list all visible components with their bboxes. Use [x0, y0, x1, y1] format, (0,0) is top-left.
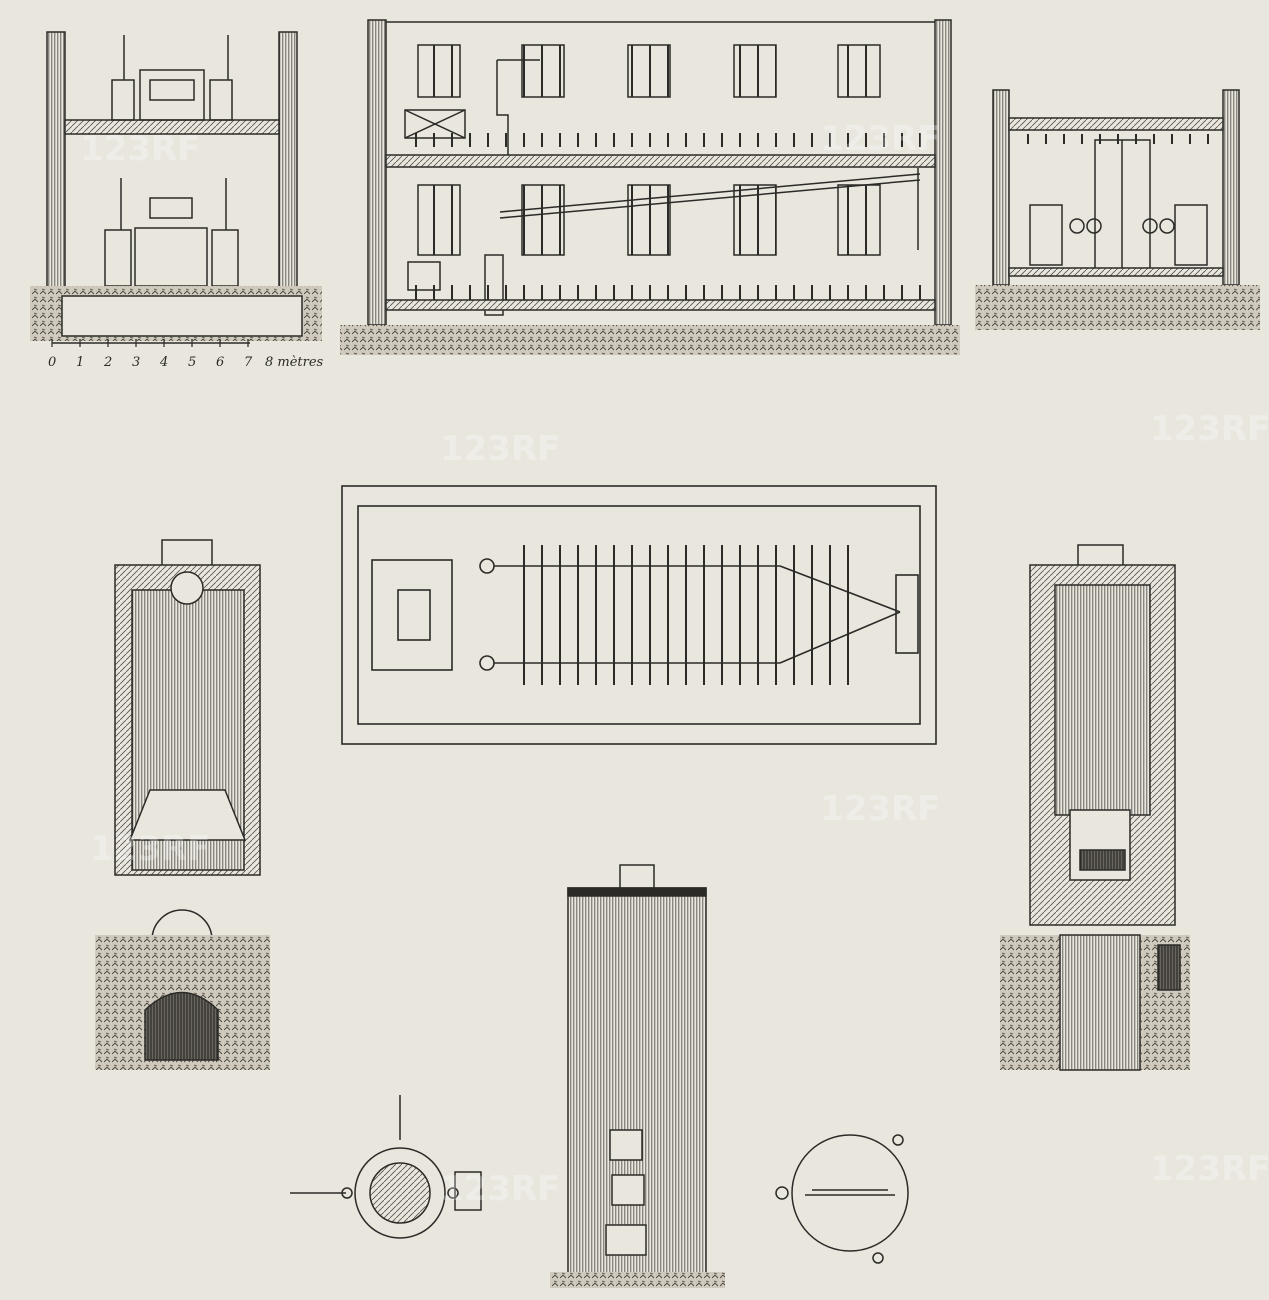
scale-tick-7: 7 [244, 355, 253, 370]
scale-tick-2: 2 [103, 355, 112, 370]
scale-tick-1: 1 [76, 355, 84, 370]
stove-section-left [95, 539, 270, 1070]
svg-text:123RF: 123RF [440, 429, 560, 469]
scale-tick-5: 5 [188, 355, 196, 370]
svg-text:123RF: 123RF [1150, 1149, 1269, 1189]
svg-text:123RF: 123RF [1150, 409, 1269, 449]
cross-section-with-doors [975, 89, 1260, 330]
floor-plan [341, 485, 937, 745]
scale-unit-label: 8 mètres [265, 355, 324, 370]
stove-plan-circle-right [775, 1134, 909, 1264]
svg-text:123RF: 123RF [90, 829, 210, 869]
svg-text:123RF: 123RF [80, 129, 200, 169]
svg-text:123RF: 123RF [820, 119, 940, 159]
stove-section-right [1000, 544, 1190, 1071]
scale-tick-0: 0 [48, 355, 56, 370]
end-elevation-with-stoves [30, 31, 322, 341]
scale-tick-4: 4 [159, 355, 168, 370]
scale-tick-6: 6 [216, 355, 224, 370]
cylinder-stove-elevation [550, 864, 725, 1288]
stock-watermark: 123RF 123RF 123RF 123RF 123RF 123RF 123R… [80, 119, 1269, 1209]
stove-plan-circle-left [290, 1095, 482, 1239]
metric-scale-bar: 0 1 2 3 4 5 6 7 8 mètres [48, 339, 324, 370]
svg-text:123RF: 123RF [440, 1169, 560, 1209]
longitudinal-section [340, 19, 960, 355]
svg-text:123RF: 123RF [820, 789, 940, 829]
scale-tick-3: 3 [132, 355, 140, 370]
